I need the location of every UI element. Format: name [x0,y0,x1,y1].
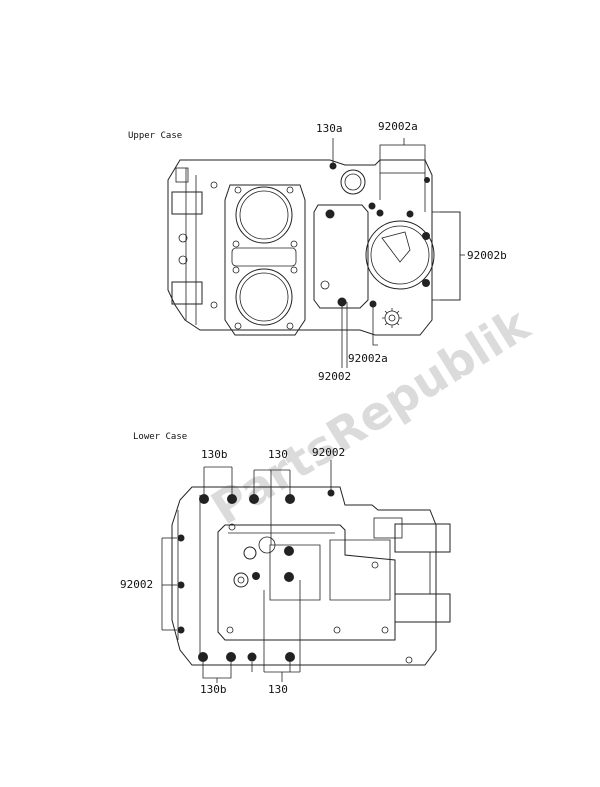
lower-case-drawing [161,460,451,683]
callout-130-bottom: 130 [268,683,288,696]
gear-icon [382,308,402,328]
callout-92002b: 92002b [467,249,507,262]
callout-92002a-top: 92002a [378,120,418,133]
callout-92002-upper: 92002 [318,370,351,383]
callout-92002-lower-top: 92002 [312,446,345,459]
callout-130b-bottom: 130b [200,683,227,696]
callout-92002a-bottom: 92002a [348,352,388,365]
lower-case-title: Lower Case [133,432,187,442]
callout-130a: 130a [316,122,343,135]
callout-92002-lower-left: 92002 [120,578,153,591]
callout-130b-top: 130b [201,448,228,461]
callout-130-top: 130 [268,448,288,461]
upper-case-drawing [167,138,465,368]
upper-case-title: Upper Case [128,131,182,141]
